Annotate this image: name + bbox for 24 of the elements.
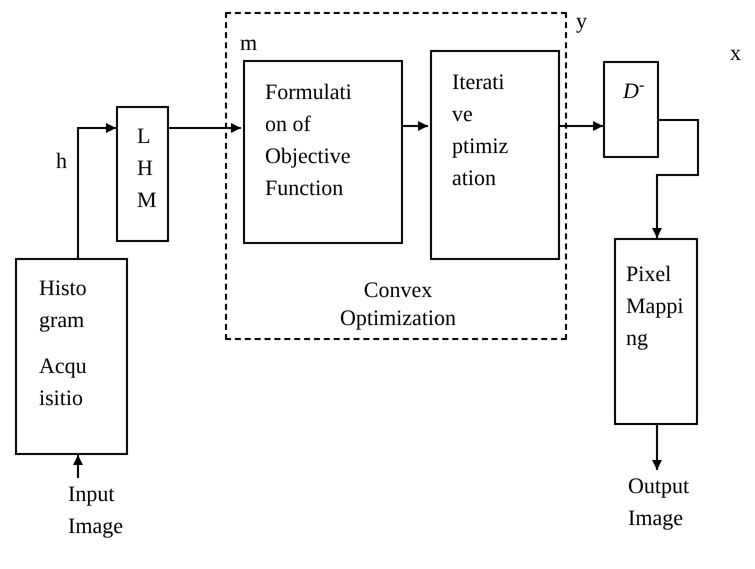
arrow <box>77 123 116 258</box>
group-frame <box>225 12 567 340</box>
process-box <box>614 238 698 425</box>
node-text: Acqu isitio <box>39 352 88 412</box>
node-text: Output Image <box>628 472 690 532</box>
process-box <box>116 106 169 242</box>
arrow <box>401 121 428 131</box>
process-box <box>603 61 659 158</box>
process-box <box>243 60 403 244</box>
process-box <box>430 50 560 260</box>
process-box <box>15 258 128 455</box>
node-text: Input Image <box>68 480 124 540</box>
node-text: D$^{-}$ <box>623 75 646 105</box>
arrow <box>558 121 603 131</box>
node-text: Histo gram <box>39 274 88 334</box>
arrow <box>169 123 241 133</box>
node-text: Iterati ve ptimiz ation <box>452 68 510 192</box>
node-text: Formulati on of Objective Function <box>265 78 353 202</box>
group-label: Convex Optimization <box>338 276 458 332</box>
node-text: Pixel Mappi ng <box>626 260 684 352</box>
node-text: L H M <box>137 122 157 214</box>
arrow <box>73 455 83 478</box>
arrow <box>652 119 699 238</box>
arrow <box>652 425 662 470</box>
